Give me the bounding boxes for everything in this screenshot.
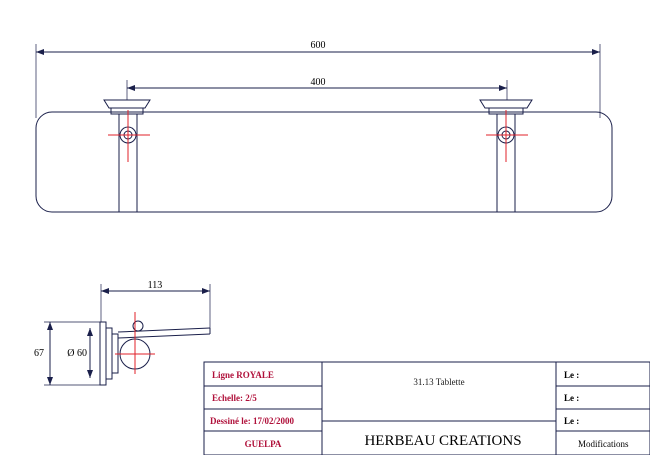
title-modifications: Modifications	[578, 439, 629, 449]
title-designer: GUELPA	[245, 439, 282, 449]
title-le-3: Le :	[564, 416, 579, 426]
title-company: HERBEAU CREATIONS	[364, 433, 521, 449]
title-date: Dessiné le: 17/02/2000	[210, 416, 294, 426]
title-product: 31.13 Tablette	[413, 377, 464, 387]
side-view	[44, 284, 211, 386]
dim-diameter: Ø 60	[67, 348, 87, 359]
left-bracket	[103, 99, 151, 212]
centerlines-side	[115, 312, 155, 374]
front-view	[35, 44, 613, 213]
dim-depth: 113	[148, 280, 163, 291]
title-le-1: Le :	[564, 370, 579, 380]
wall-plate	[99, 321, 107, 386]
title-block	[203, 361, 650, 455]
dim-bracket-spacing: 400	[311, 77, 326, 88]
title-le-2: Le :	[564, 393, 579, 403]
glass-shelf	[35, 111, 613, 213]
centerlines-front	[108, 110, 528, 162]
dim-height: 67	[34, 348, 44, 359]
dim-overall-length: 600	[311, 40, 326, 51]
title-line: Ligne ROYALE	[212, 370, 274, 380]
title-scale: Echelle: 2/5	[212, 393, 257, 403]
